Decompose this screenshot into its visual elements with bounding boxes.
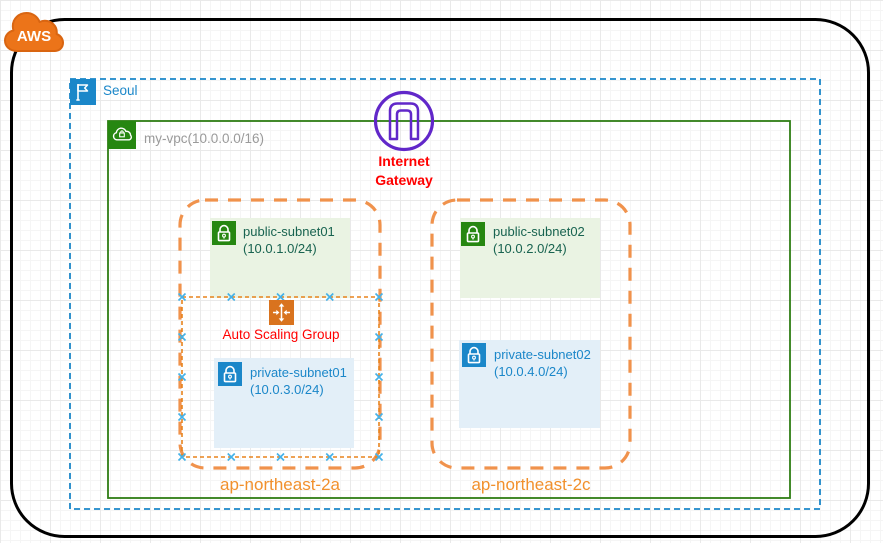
connection-x-mark [374, 332, 384, 342]
lock-icon [218, 362, 242, 386]
subnet-label[interactable]: public-subnet02 (10.0.2.0/24) [493, 223, 585, 257]
lock-icon [212, 221, 236, 245]
subnet-cidr: (10.0.1.0/24) [243, 241, 317, 256]
subnet-box-private-subnet01[interactable]: private-subnet01 (10.0.3.0/24) [214, 358, 354, 448]
flag-glyph [76, 84, 89, 101]
connection-x-mark [177, 292, 187, 302]
connection-x-mark [325, 292, 334, 302]
gateway-ring [373, 90, 435, 152]
az-c-label[interactable]: ap-northeast-2c [471, 475, 591, 494]
connection-x-mark [177, 332, 187, 342]
region-border[interactable] [69, 78, 821, 510]
aws-logo-text: AWS [17, 28, 51, 45]
connection-x-mark [177, 412, 187, 422]
internet-gateway-label[interactable]: Internet Gateway [304, 152, 504, 190]
connection-x-mark [374, 452, 384, 462]
subnet-box-public-subnet02[interactable]: public-subnet02 (10.0.2.0/24) [460, 218, 600, 298]
connection-point-marks [177, 292, 384, 462]
vpc-border[interactable] [107, 120, 791, 499]
connection-x-mark [325, 452, 334, 462]
aws-cloud-border[interactable] [10, 18, 870, 538]
connection-x-mark [276, 452, 285, 462]
cloud-lock-glyph [112, 127, 133, 141]
auto-scaling-icon[interactable] [269, 300, 294, 325]
scaling-arrows-glyph [273, 303, 290, 322]
connection-x-mark [227, 292, 236, 302]
igw-label-line2: Gateway [375, 172, 433, 188]
az-a-label[interactable]: ap-northeast-2a [219, 475, 341, 494]
connection-x-mark [177, 372, 187, 382]
connection-x-mark [374, 412, 384, 422]
subnet-label[interactable]: private-subnet01 (10.0.3.0/24) [250, 364, 347, 398]
connection-x-mark [177, 452, 187, 462]
lock-glyph [223, 365, 237, 383]
aws-cloud-logo-glyph: AWS [4, 12, 64, 52]
subnet-box-public-subnet01[interactable]: public-subnet01 (10.0.1.0/24) [210, 218, 350, 298]
subnet-box-private-subnet02[interactable]: private-subnet02 (10.0.4.0/24) [459, 340, 600, 428]
gateway-arch-glyph [388, 102, 420, 141]
subnet-cidr: (10.0.3.0/24) [250, 382, 324, 397]
subnet-name: private-subnet02 [494, 347, 591, 362]
region-flag-icon[interactable] [70, 79, 96, 105]
az-c-border[interactable] [430, 198, 632, 470]
subnet-cidr: (10.0.4.0/24) [494, 364, 568, 379]
lock-glyph [467, 346, 481, 364]
subnet-name: public-subnet02 [493, 224, 585, 239]
region-label[interactable]: Seoul [103, 83, 138, 98]
subnet-label[interactable]: private-subnet02 (10.0.4.0/24) [494, 346, 591, 380]
subnet-cidr: (10.0.2.0/24) [493, 241, 567, 256]
connection-x-mark [374, 292, 384, 302]
lock-glyph [466, 225, 480, 243]
lock-glyph [217, 224, 231, 242]
auto-scaling-group-label[interactable]: Auto Scaling Group [222, 327, 340, 342]
lock-icon [462, 343, 486, 367]
igw-label-line1: Internet [378, 153, 430, 169]
connection-x-mark [374, 372, 384, 382]
vpc-cloud-icon[interactable] [108, 121, 136, 149]
internet-gateway-icon[interactable] [373, 90, 435, 152]
aws-logo: AWS [2, 10, 66, 54]
subnet-label[interactable]: public-subnet01 (10.0.1.0/24) [243, 223, 335, 257]
subnet-name: public-subnet01 [243, 224, 335, 239]
connection-x-mark [276, 292, 285, 302]
connection-x-mark [227, 452, 236, 462]
lock-icon [461, 222, 485, 246]
subnet-name: private-subnet01 [250, 365, 347, 380]
vpc-label[interactable]: my-vpc(10.0.0.0/16) [144, 131, 265, 146]
